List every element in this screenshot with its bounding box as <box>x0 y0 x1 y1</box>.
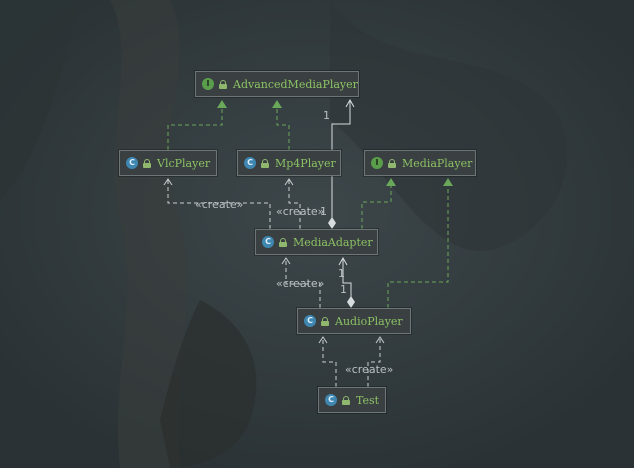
class-icon: C <box>126 157 138 169</box>
edge-label-create-mp4: «create» <box>276 205 325 218</box>
class-icon: C <box>244 157 256 169</box>
lock-icon <box>342 395 350 405</box>
edge-test-creates-audio <box>367 337 381 387</box>
node-mp4-player[interactable]: C Mp4Player <box>237 150 341 176</box>
realization-arrowhead <box>443 178 453 186</box>
node-name: VlcPlayer <box>157 156 211 170</box>
realization-arrowhead <box>272 100 282 108</box>
node-test[interactable]: C Test <box>318 387 386 413</box>
lock-icon <box>279 237 287 247</box>
edge-adapter-realizes-mediaplayer <box>361 186 392 229</box>
dependency-arrowhead <box>375 336 385 344</box>
class-icon: C <box>325 394 337 406</box>
lock-icon <box>219 79 227 89</box>
node-audio-player[interactable]: C AudioPlayer <box>297 308 411 334</box>
node-advanced-media-player[interactable]: I AdvancedMediaPlayer <box>195 71 359 97</box>
node-vlc-player[interactable]: C VlcPlayer <box>119 150 217 176</box>
interface-icon: I <box>371 157 383 169</box>
aggregation-arrowhead <box>345 98 355 108</box>
edge-audio-aggregates-adapter <box>342 258 352 297</box>
edge-vlc-realizes-advanced <box>167 108 223 150</box>
class-icon: C <box>262 236 274 248</box>
realization-arrowhead <box>386 178 396 186</box>
dependency-arrowhead <box>281 257 291 265</box>
edge-label-create-vlc: «create» <box>195 198 244 211</box>
lock-icon <box>143 158 151 168</box>
edge-label-create-adapter: «create» <box>276 277 325 290</box>
node-name: AdvancedMediaPlayer <box>233 77 358 91</box>
dependency-arrowhead <box>318 336 328 344</box>
lock-icon <box>261 158 269 168</box>
lock-icon <box>321 316 329 326</box>
node-name: Test <box>356 393 380 407</box>
edge-audio-creates-adapter <box>285 258 321 308</box>
dependency-arrowhead <box>284 178 294 186</box>
node-name: Mp4Player <box>275 156 336 170</box>
edge-adapter-creates-mp4 <box>288 179 301 229</box>
node-media-player[interactable]: I MediaPlayer <box>364 150 476 176</box>
multiplicity-label: 1 <box>340 283 347 296</box>
node-name: AudioPlayer <box>335 314 403 328</box>
dependency-arrowhead <box>163 178 173 186</box>
node-name: MediaAdapter <box>293 235 373 249</box>
edge-audio-realizes-mediaplayer <box>387 186 449 308</box>
lock-icon <box>388 158 396 168</box>
multiplicity-label: 1 <box>323 109 330 122</box>
aggregation-diamond <box>347 296 355 308</box>
aggregation-arrowhead <box>338 256 348 266</box>
node-media-adapter[interactable]: C MediaAdapter <box>255 229 378 255</box>
multiplicity-label: 1 <box>320 205 327 218</box>
edge-label-create-audio: «create» <box>345 363 394 376</box>
multiplicity-label: 1 <box>338 267 345 280</box>
edge-adapter-creates-vlc <box>167 179 271 229</box>
interface-icon: I <box>202 78 214 90</box>
edge-test-uses-audio <box>322 337 337 387</box>
node-name: MediaPlayer <box>402 156 473 170</box>
class-icon: C <box>304 315 316 327</box>
realization-arrowhead <box>217 100 227 108</box>
aggregation-diamond <box>328 217 336 229</box>
edge-mp4-realizes-advanced <box>276 108 290 150</box>
